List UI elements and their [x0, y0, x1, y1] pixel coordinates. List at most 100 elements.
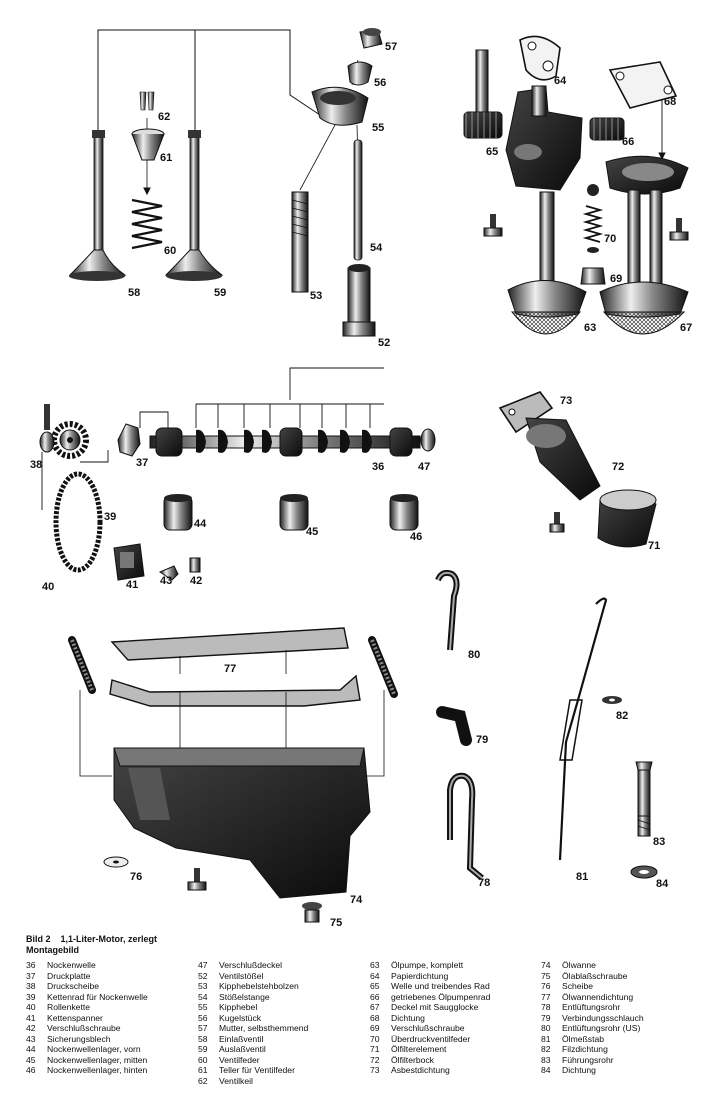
exploded-engine-diagram: 3637383940414243444546475253545556575859…	[30, 28, 692, 929]
callout-68: 68	[664, 96, 676, 108]
spring-retainer-61	[131, 128, 165, 161]
legend-part-name: Kugelstück	[219, 1012, 262, 1023]
callout-40: 40	[42, 581, 54, 593]
paper-gasket-64	[519, 35, 561, 81]
legend-part-name: Mutter, selbsthemmend	[219, 1023, 309, 1034]
callout-60: 60	[164, 245, 176, 257]
camshaft-bearing-center-45	[279, 494, 309, 531]
legend-part-name: Papierdichtung	[391, 970, 449, 981]
legend-part-name: Kipphebel	[219, 1002, 258, 1013]
legend-number: 81	[541, 1033, 551, 1044]
callout-55: 55	[372, 122, 384, 134]
lock-plate-43	[158, 565, 179, 581]
callout-80: 80	[468, 649, 480, 661]
legend-number: 77	[541, 991, 551, 1002]
legend-part-name: Ölwannendichtung	[562, 991, 634, 1002]
legend-part-name: Druckplatte	[47, 970, 91, 981]
legend-number: 38	[26, 981, 36, 992]
legend-part-name: Ölablaßschraube	[562, 970, 628, 981]
legend-number: 47	[198, 960, 208, 970]
legend-row: 54 Stößelstange	[198, 992, 308, 1003]
callout-84: 84	[656, 878, 669, 890]
legend-part-name: Ölwanne	[562, 960, 596, 970]
callout-69: 69	[610, 273, 622, 285]
legend-number: 66	[370, 991, 380, 1002]
legend-row: 74 Ölwanne	[541, 960, 644, 971]
legend-number: 83	[541, 1054, 551, 1065]
callout-62: 62	[158, 111, 170, 123]
pan-bolt-icon	[187, 868, 207, 891]
intake-valve-58	[68, 130, 127, 281]
legend-number: 36	[26, 960, 36, 970]
legend-part-name: Ventilkeil	[219, 1076, 253, 1087]
callout-56: 56	[374, 77, 386, 89]
ball-seat-56	[347, 61, 373, 86]
thrust-washer-38	[39, 404, 55, 453]
legend-part-name: Kettenrad für Nockenwelle	[47, 991, 148, 1002]
legend-part-name: Asbestdichtung	[391, 1065, 450, 1076]
callout-42: 42	[190, 575, 202, 587]
drain-plug-75	[302, 902, 322, 923]
legend-row: 47 Verschlußdeckel	[198, 960, 308, 971]
legend-number: 52	[198, 970, 208, 981]
legend-number: 58	[198, 1033, 208, 1044]
callout-47: 47	[418, 461, 430, 473]
legend-part-name: Welle und treibendes Rad	[391, 981, 490, 992]
callout-36: 36	[372, 461, 384, 473]
callout-59: 59	[214, 287, 226, 299]
callout-44: 44	[194, 518, 207, 530]
oil-filter-housing-72	[525, 417, 601, 501]
legend-part-name: Auslaßventil	[219, 1044, 266, 1055]
callout-76: 76	[130, 871, 142, 883]
legend-part-name: Verbindungsschlauch	[562, 1012, 644, 1023]
callout-78: 78	[478, 877, 490, 889]
legend-part-name: Verschlußdeckel	[219, 960, 283, 970]
legend-part-name: Ölpumpe, komplett	[391, 960, 464, 970]
callout-46: 46	[410, 531, 422, 543]
asbestos-gasket-73	[498, 391, 554, 434]
legend-number: 74	[541, 960, 551, 970]
guide-tube-83	[635, 761, 653, 837]
legend-number: 70	[370, 1033, 380, 1044]
callout-54: 54	[370, 242, 383, 254]
rocker-stud-53	[291, 191, 309, 293]
legend-number: 68	[370, 1012, 380, 1023]
callout-58: 58	[128, 287, 140, 299]
legend-part-name: Kettenspanner	[47, 1012, 103, 1023]
callout-41: 41	[126, 579, 138, 591]
legend-number: 37	[26, 970, 36, 981]
callout-66: 66	[622, 136, 634, 148]
legend-number: 64	[370, 970, 380, 981]
legend-number: 72	[370, 1054, 380, 1065]
felt-seal-82	[602, 696, 622, 704]
breather-pipe-80	[435, 569, 460, 651]
legend-number: 39	[26, 991, 36, 1002]
pushrod-54	[353, 139, 363, 261]
oil-pan-gaskets-77	[68, 627, 398, 777]
oil-pan-74	[113, 747, 371, 899]
legend-number: 54	[198, 991, 208, 1002]
legend-part-name: Verschlußschraube	[391, 1023, 465, 1034]
legend-number: 69	[370, 1023, 380, 1034]
legend-part-name: Einlaßventil	[219, 1033, 264, 1044]
figure-number: Bild 2	[26, 934, 51, 944]
figure-title: 1,1-Liter-Motor, zerlegt	[60, 934, 158, 944]
roller-chain-40	[53, 471, 103, 573]
legend-part-name: Stößelstange	[219, 991, 270, 1002]
legend-part-name: Rollenkette	[47, 1002, 90, 1013]
